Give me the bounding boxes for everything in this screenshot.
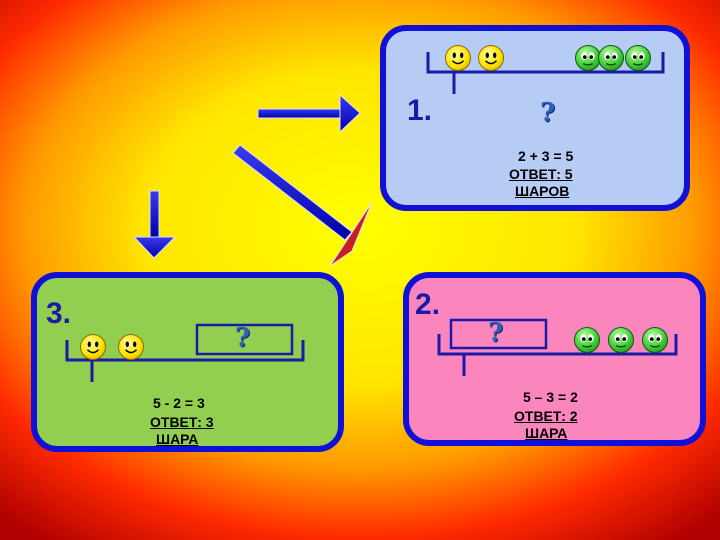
problem-1-number: 1. xyxy=(407,94,433,127)
smiley-face-icon xyxy=(80,334,106,360)
smiley-face-icon xyxy=(445,45,471,71)
problem-3-equation: 5 - 2 = 3 xyxy=(153,395,205,411)
green-ball-icon xyxy=(625,45,651,71)
question-mark-icon: ? xyxy=(488,318,504,348)
problem-3-number: 3. xyxy=(46,297,72,330)
arrow-down-icon xyxy=(132,190,177,259)
green-ball-icon xyxy=(575,45,601,71)
green-ball-icon xyxy=(642,327,668,353)
arrow-diagonal-icon xyxy=(232,144,373,267)
problem-1-answer-line1: ОТВЕТ: 5 xyxy=(509,166,573,182)
problem-2-equation: 5 – 3 = 2 xyxy=(523,389,578,405)
green-ball-icon xyxy=(574,327,600,353)
problem-2-answer: ОТВЕТ: 2 ШАРА xyxy=(511,408,578,442)
problem-2-answer-line1: ОТВЕТ: 2 xyxy=(514,408,578,424)
green-ball-icon xyxy=(598,45,624,71)
problem-2-number: 2. xyxy=(415,288,441,321)
question-mark-icon: ? xyxy=(540,98,556,128)
problem-3-answer: ОТВЕТ: 3 ШАРА xyxy=(150,414,214,448)
problem-3-answer-line1: ОТВЕТ: 3 xyxy=(150,414,214,430)
problem-3-panel xyxy=(31,272,344,452)
arrow-right-icon xyxy=(257,93,361,134)
green-ball-icon xyxy=(608,327,634,353)
problem-3-answer-line2: ШАРА xyxy=(156,431,199,447)
problem-2-answer-line2: ШАРА xyxy=(525,425,568,441)
problem-1-answer-line2: ШАРОВ xyxy=(515,183,570,199)
question-mark-icon: ? xyxy=(235,323,251,353)
smiley-face-icon xyxy=(478,45,504,71)
problem-1-answer: ОТВЕТ: 5 ШАРОВ xyxy=(509,166,573,200)
problem-2-panel xyxy=(403,272,706,446)
smiley-face-icon xyxy=(118,334,144,360)
problem-1-equation: 2 + 3 = 5 xyxy=(518,148,574,164)
